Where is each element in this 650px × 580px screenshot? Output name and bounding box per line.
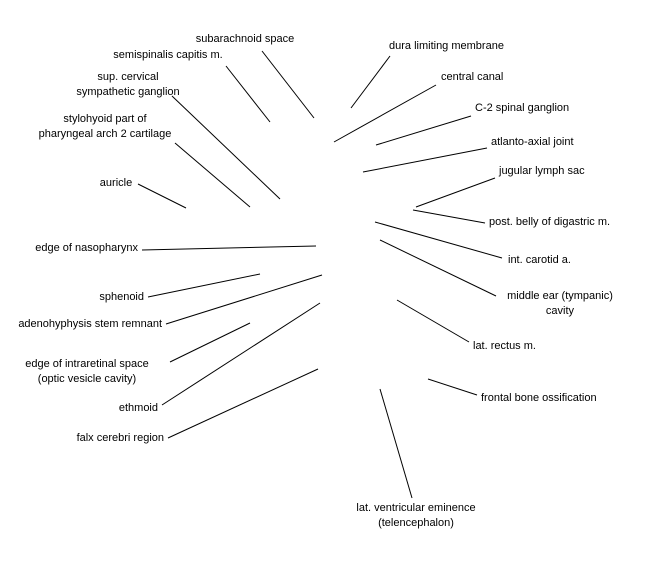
label-sup-cervical-ganglion: sup. cervical sympathetic ganglion [76, 71, 180, 98]
leader-atlanto-axial [362, 147, 488, 173]
leader-sup-cervical-ganglion [171, 95, 281, 200]
leader-c2-spinal-ganglion [375, 115, 472, 146]
label-ethmoid: ethmoid [118, 402, 158, 414]
label-central-canal: central canal [441, 71, 504, 83]
label-c2-spinal-ganglion: C-2 spinal ganglion [475, 102, 570, 114]
label-sphenoid: sphenoid [99, 291, 144, 303]
leader-post-belly-digastric [412, 209, 486, 224]
leader-sphenoid [147, 273, 261, 298]
leader-edge-intraretinal [169, 322, 251, 363]
label-edge-nasopharynx: edge of nasopharynx [35, 242, 138, 254]
leader-subarachnoid-space [261, 50, 315, 119]
label-falx-cerebri: falx cerebri region [76, 432, 164, 444]
label-auricle: auricle [99, 177, 133, 189]
label-lat-rectus: lat. rectus m. [473, 340, 536, 352]
leader-frontal-bone [427, 378, 478, 396]
label-dura-limiting: dura limiting membrane [389, 40, 504, 52]
leader-middle-ear [379, 239, 497, 297]
leader-falx-cerebri [167, 368, 319, 439]
leader-int-carotid [374, 221, 503, 259]
label-frontal-bone: frontal bone ossification [481, 392, 597, 404]
leader-edge-nasopharynx [141, 245, 317, 251]
label-stylohyoid-part: stylohyoid part of pharyngeal arch 2 car… [38, 113, 172, 140]
label-post-belly-digastric: post. belly of digastric m. [489, 216, 611, 228]
leader-stylohyoid-part [174, 142, 251, 208]
leader-lat-rectus [396, 299, 470, 343]
leader-ethmoid [161, 302, 321, 406]
leader-jugular-lymph [415, 177, 496, 208]
label-jugular-lymph: jugular lymph sac [499, 165, 585, 177]
label-int-carotid: int. carotid a. [508, 254, 571, 266]
leader-lat-ventricular [379, 388, 413, 499]
leader-auricle [137, 183, 187, 209]
label-atlanto-axial: atlanto-axial joint [491, 136, 574, 148]
label-edge-intraretinal: edge of intraretinal space (optic vesicl… [25, 358, 149, 385]
leader-dura-limiting [350, 55, 391, 109]
leader-adenohyphysis [165, 274, 323, 325]
leader-semispinalis-capitis [225, 65, 271, 123]
leader-central-canal [333, 84, 437, 143]
label-lat-ventricular: lat. ventricular eminence (telencephalon… [356, 502, 476, 529]
label-middle-ear: middle ear (tympanic) cavity [507, 290, 613, 317]
label-semispinalis-capitis: semispinalis capitis m. [113, 49, 223, 61]
label-adenohyphysis: adenohyphysis stem remnant [18, 318, 162, 330]
label-subarachnoid-space: subarachnoid space [195, 33, 295, 45]
